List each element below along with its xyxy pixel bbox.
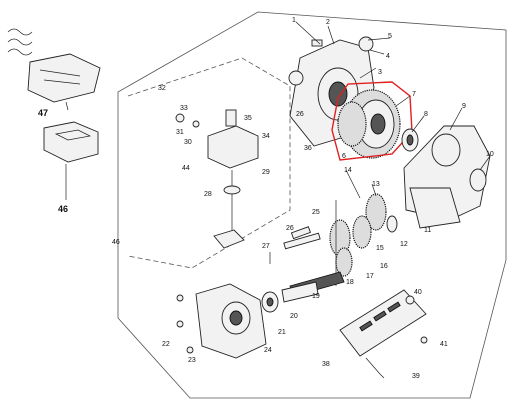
callout-12: 12 xyxy=(400,241,408,248)
callout-47: 47 xyxy=(38,108,48,118)
callout-8: 8 xyxy=(424,111,428,118)
callout-16: 16 xyxy=(380,263,388,270)
part-shift-mechanism xyxy=(175,109,259,249)
callout-17: 17 xyxy=(366,273,374,280)
part-right-case xyxy=(401,125,491,229)
callout-25: 25 xyxy=(312,209,320,216)
callout-33: 33 xyxy=(180,105,188,112)
callout-1: 1 xyxy=(292,17,296,24)
callout-30: 30 xyxy=(184,139,192,146)
callout-13: 13 xyxy=(372,181,380,188)
callout-18: 18 xyxy=(346,279,354,286)
callout-4: 4 xyxy=(386,53,390,60)
callout-39: 39 xyxy=(412,373,420,380)
callout-34: 34 xyxy=(262,133,270,140)
callout-28: 28 xyxy=(204,191,212,198)
callout-46-part: 46 xyxy=(58,204,68,214)
callout-40: 40 xyxy=(414,289,422,296)
callout-38: 38 xyxy=(322,361,330,368)
callout-3: 3 xyxy=(378,69,382,76)
callout-21: 21 xyxy=(278,329,286,336)
part-46-bracket xyxy=(43,121,99,200)
part-47-wiring-harness xyxy=(7,28,101,103)
callout-46-frame: 46 xyxy=(112,239,120,246)
callout-5: 5 xyxy=(388,33,392,40)
callout-22: 22 xyxy=(162,341,170,348)
part-lower-housing xyxy=(176,283,267,359)
callout-27: 27 xyxy=(262,243,270,250)
callout-29: 29 xyxy=(262,169,270,176)
callout-32: 32 xyxy=(158,85,166,92)
part-26-shaft xyxy=(269,232,321,264)
callout-14: 14 xyxy=(344,167,352,174)
callout-44: 44 xyxy=(182,165,190,172)
callout-41: 41 xyxy=(440,341,448,348)
callout-7: 7 xyxy=(412,91,416,98)
leader-lines xyxy=(65,21,491,199)
callout-15: 15 xyxy=(376,245,384,252)
callout-26-shaft: 26 xyxy=(296,111,304,118)
callout-31: 31 xyxy=(176,129,184,136)
callout-10: 10 xyxy=(486,151,494,158)
assembly-frame xyxy=(117,11,507,399)
callout-20: 20 xyxy=(290,313,298,320)
callout-35: 35 xyxy=(244,115,252,122)
part-6-ring-gear xyxy=(337,89,401,159)
callout-26: 26 xyxy=(286,225,294,232)
callout-11: 11 xyxy=(424,227,431,234)
callout-23: 23 xyxy=(188,357,196,364)
callout-2: 2 xyxy=(326,19,330,26)
callout-labels: 1 2 3 4 5 6 7 8 9 10 11 12 13 14 15 16 1… xyxy=(38,17,494,380)
callout-9: 9 xyxy=(462,103,466,110)
part-output-shaft xyxy=(261,226,319,313)
part-gear-cluster xyxy=(289,193,398,297)
callout-6: 6 xyxy=(342,153,346,160)
callout-24: 24 xyxy=(264,347,272,354)
callout-36: 36 xyxy=(304,145,312,152)
callout-19: 19 xyxy=(312,293,320,300)
part-guard-plate xyxy=(339,289,428,379)
